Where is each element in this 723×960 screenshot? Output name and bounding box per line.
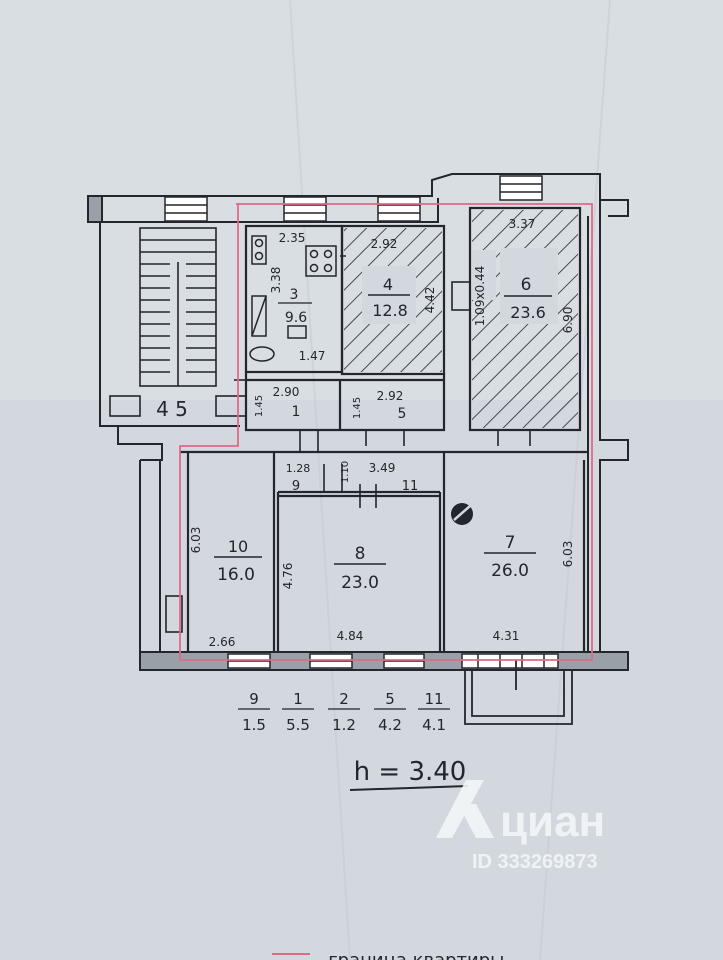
room-8-area: 23.0 [341, 573, 379, 593]
legend-num-1: 1 [293, 690, 303, 708]
area-legend: 9 1.5 1 5.5 2 1.2 5 4.2 11 4.1 [238, 690, 450, 734]
room-10-area: 16.0 [217, 565, 255, 585]
dim-1-10: 1.10 [340, 461, 351, 483]
room-6-number: 6 [521, 275, 532, 295]
legend-num-9: 9 [249, 690, 259, 708]
room-11-number: 11 [402, 479, 419, 494]
dim-1-09x0-44: 1.09x0.44 [473, 266, 487, 327]
dimension-labels: 2.35 2.92 3.37 3.38 4.42 1.09x0.44 6.90 … [189, 217, 575, 649]
cian-logo-icon [436, 780, 494, 838]
top-windows [164, 175, 543, 222]
dim-2-35: 2.35 [279, 231, 306, 245]
room-9-number: 9 [292, 479, 300, 494]
room-10-number: 10 [228, 537, 248, 556]
dim-1-47: 1.47 [299, 349, 326, 363]
interior-walls [180, 206, 588, 652]
dim-4-76: 4.76 [281, 563, 295, 590]
legend-area-2: 1.2 [332, 716, 356, 734]
dim-3-49: 3.49 [369, 461, 396, 475]
room-1-number: 1 [292, 404, 301, 420]
apartment-boundary-line [179, 203, 593, 661]
ceiling-height: h = 3.40 [354, 757, 467, 787]
room-labels: 10 16.0 8 23.0 7 26.0 6 23.6 4 12.8 3 9.… [156, 275, 552, 593]
dim-6-03-left: 6.03 [189, 527, 203, 554]
dim-2-90: 2.90 [273, 385, 300, 399]
footer-caption: - граница квартиры [316, 950, 504, 960]
stair-label: 4 5 [156, 397, 188, 421]
balcony [464, 660, 573, 725]
dim-3-38: 3.38 [269, 267, 283, 294]
legend-area-11: 4.1 [422, 716, 446, 734]
room-8-number: 8 [355, 544, 366, 564]
legend-area-1: 5.5 [286, 716, 310, 734]
dim-4-31: 4.31 [493, 629, 520, 643]
cian-watermark: циан ID 333269873 [436, 780, 605, 873]
legend-num-2: 2 [339, 690, 349, 708]
doors [165, 281, 531, 633]
room-4-number: 4 [383, 275, 393, 294]
dim-1-28: 1.28 [286, 462, 311, 475]
dim-1-45-mid: 1.45 [352, 397, 363, 419]
staircase [109, 227, 247, 417]
dim-2-92-top: 2.92 [371, 237, 398, 251]
dim-2-92-mid: 2.92 [377, 389, 404, 403]
dim-4-84: 4.84 [337, 629, 364, 643]
dim-2-66: 2.66 [209, 635, 236, 649]
room-7-area: 26.0 [491, 561, 529, 581]
room-7-number: 7 [505, 533, 516, 553]
room-5-number: 5 [398, 406, 407, 422]
dim-4-42: 4.42 [423, 287, 437, 314]
listing-id: ID 333269873 [472, 851, 598, 873]
dim-1-45-left: 1.45 [254, 395, 265, 417]
room-4-area: 12.8 [372, 301, 408, 320]
room-3-number: 3 [290, 287, 299, 303]
legend-num-5: 5 [385, 690, 395, 708]
dim-3-37: 3.37 [509, 217, 536, 231]
room-6-area: 23.6 [510, 303, 546, 322]
kitchen-fixtures [249, 235, 346, 362]
legend-area-5: 4.2 [378, 716, 402, 734]
room-3-area: 9.6 [285, 310, 307, 326]
dim-6-90: 6.90 [561, 307, 575, 334]
legend-num-11: 11 [424, 690, 443, 708]
ceiling-height-underline [349, 785, 469, 791]
dim-6-03-right: 6.03 [561, 541, 575, 568]
bottom-windows [227, 653, 559, 669]
legend-area-9: 1.5 [242, 716, 266, 734]
cian-brand: циан [500, 797, 605, 846]
